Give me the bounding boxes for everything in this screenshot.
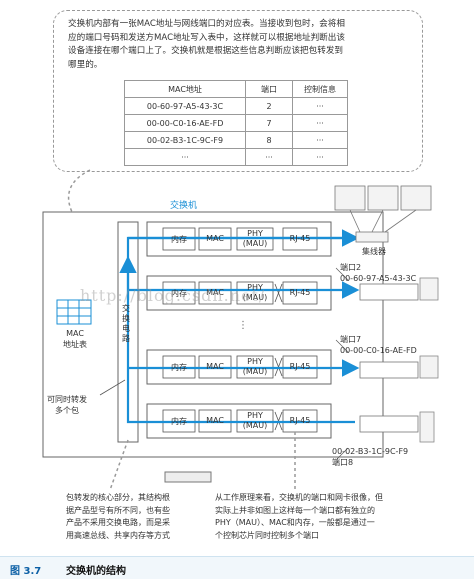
rj45-label: RJ-45	[289, 234, 311, 243]
top-note-line: 应的端口号码和发送方MAC地址写入表中，这样就可以根据地址判断出该	[68, 32, 345, 43]
port-number: 端口7	[340, 335, 362, 344]
switch-device-icon	[164, 471, 212, 483]
mau-line: (MAU)	[242, 239, 268, 248]
note-line: 从工作原理来看，交换机的端口和网卡很像，但	[215, 493, 383, 502]
top-note-line: 哪里的。	[68, 59, 103, 70]
bottom-left-note: 包转发的核心部分，其结构根 据产品型号有所不同，也有些 产品不采用交换电路，而是…	[66, 492, 170, 542]
concurrent-label: 可同时转发 多个包	[47, 394, 87, 416]
mac-address-table: MAC地址 端口 控制信息 00-60-97-A5-43-3C 2 ··· 00…	[124, 80, 348, 166]
memory-label: 内存	[171, 235, 187, 244]
port-leaders	[335, 267, 349, 461]
memory-label: 内存	[171, 363, 187, 372]
figure-caption: 图 3.7 交换机的结构	[0, 556, 474, 579]
packet-flow	[126, 229, 360, 424]
phy-label: PHY(MAU)	[237, 411, 273, 431]
circuit-label-text: 交换电路	[122, 304, 130, 343]
nic-card-icon	[359, 283, 419, 433]
hub-label: 集线器	[362, 247, 386, 256]
bottom-left-connector	[109, 439, 129, 491]
phy-label: PHY(MAU)	[237, 357, 273, 377]
callout-connector	[66, 169, 91, 303]
top-note-line: 交换机内部有一张MAC地址与网线端口的对应表。当接收到包时，会将相	[68, 19, 345, 29]
caption-text: 交换机的结构	[66, 566, 126, 577]
port-mac: 00-00-C0-16-AE-FD	[340, 346, 417, 355]
table-row: 00-60-97-A5-43-3C 2 ···	[124, 97, 348, 115]
table-cell: ···	[292, 148, 348, 166]
phy-label: PHY(MAU)	[237, 229, 273, 249]
mac-label: MAC	[206, 416, 224, 425]
note-line: 包转发的核心部分，其结构根	[66, 493, 170, 502]
memory-label: 内存	[171, 289, 187, 298]
table-header: MAC地址	[124, 80, 246, 98]
concurrent-pointer	[99, 379, 126, 396]
pc-icon	[419, 277, 439, 443]
memory-label: 内存	[171, 417, 187, 426]
mau-line: (MAU)	[242, 293, 268, 302]
mac-label: MAC	[206, 288, 224, 297]
mac-table-label: MAC 地址表	[63, 328, 87, 350]
concurrent-label-line: 多个包	[55, 406, 79, 415]
watermark: http://blog.csdn.net/	[80, 286, 266, 305]
note-line: 实际上并非如图上这样每一个端口都有独立的	[215, 505, 375, 515]
rj45-label: RJ-45	[289, 288, 311, 297]
top-note-line: 设备连接在哪个端口上了。交换机就是根据这些信息判断应该把包转发到	[68, 46, 344, 56]
port-mac: 00-60-97-A5-43-3C	[340, 274, 417, 283]
table-cell: ···	[124, 148, 246, 166]
note-line: 用高速总线、共享内存等方式	[66, 530, 170, 540]
hub-icon	[355, 231, 389, 243]
port-mac: 00-02-B3-1C-9C-F9	[332, 447, 409, 456]
phy-line: PHY	[247, 411, 263, 420]
phy-label: PHY(MAU)	[237, 283, 273, 303]
rj45-label: RJ-45	[289, 362, 311, 371]
note-line: 据产品型号有所不同，也有些	[66, 505, 170, 515]
concurrent-label-line: 可同时转发	[47, 395, 87, 404]
table-row: ··· ··· ···	[124, 148, 348, 166]
monitor-icon	[334, 185, 432, 233]
circuit-label: 交换电路	[122, 304, 134, 344]
rj45-label: RJ-45	[289, 416, 311, 425]
note-line: 产品不采用交换电路，而是采	[66, 518, 170, 527]
mac-table-icon	[56, 299, 92, 325]
port-label-8: 00-02-B3-1C-9C-F9 端口8	[332, 446, 408, 468]
bottom-right-note: 从工作原理来看，交换机的端口和网卡很像，但 实际上并非如图上这样每一个端口都有独…	[215, 492, 383, 542]
phy-line: PHY	[247, 229, 263, 238]
table-header-row: MAC地址 端口 控制信息	[124, 80, 348, 98]
note-line: PHY（MAU）、MAC和内存，一般都是通过一	[215, 518, 375, 527]
mac-table-label-line: 地址表	[63, 340, 87, 349]
mac-label: MAC	[206, 362, 224, 371]
port-number: 端口8	[332, 458, 354, 467]
port-number: 端口2	[340, 263, 362, 272]
table-header: 端口	[245, 80, 293, 98]
switch-label: 交换机	[170, 201, 198, 211]
note-line: 个控制芯片同时控制多个端口	[215, 530, 319, 540]
phy-line: PHY	[247, 283, 263, 292]
caption-number: 图 3.7	[10, 566, 42, 577]
mau-line: (MAU)	[242, 421, 268, 430]
phy-line: PHY	[247, 357, 263, 366]
mac-table-label-line: MAC	[66, 329, 84, 338]
table-row: 00-00-C0-16-AE-FD 7 ···	[124, 114, 348, 132]
port-label-2: 端口2 00-60-97-A5-43-3C	[340, 262, 416, 284]
mau-line: (MAU)	[242, 367, 268, 376]
ellipsis: ⋮	[238, 320, 248, 331]
mac-label: MAC	[206, 234, 224, 243]
top-note: 交换机内部有一张MAC地址与网线端口的对应表。当接收到包时，会将相 应的端口号码…	[68, 18, 418, 72]
port-label-7: 端口7 00-00-C0-16-AE-FD	[340, 334, 417, 356]
